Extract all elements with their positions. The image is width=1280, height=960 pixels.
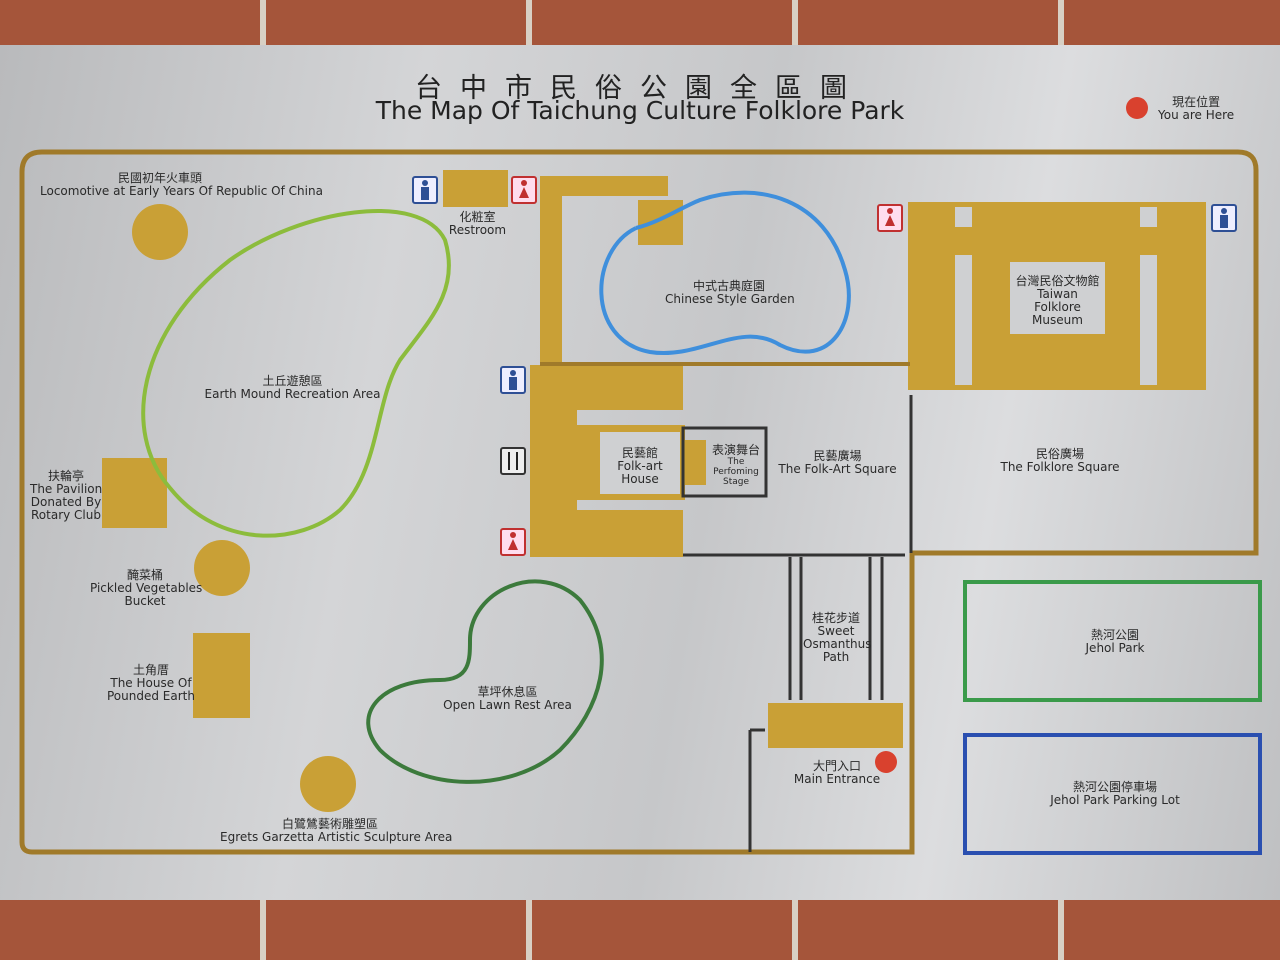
label-text: 台灣民俗文物館 <box>1015 274 1100 288</box>
label-text: Jehol Park Parking Lot <box>1050 793 1180 807</box>
male-restroom-icon <box>412 176 438 204</box>
label-text: The Pavilion <box>30 482 103 496</box>
label-text: Bucket <box>124 594 166 608</box>
label-text: 大門入口 <box>812 759 861 773</box>
egrets-marker <box>300 756 356 812</box>
label-text: Stage <box>722 477 749 487</box>
you-are-here-marker <box>875 751 897 773</box>
label-text: Locomotive at Early Years Of Republic Of… <box>40 184 323 198</box>
label-text: House <box>621 472 659 486</box>
legend-en: You are Here <box>1158 108 1235 122</box>
label-text: The Folklore Square <box>1000 460 1120 474</box>
restaurant-icon <box>500 447 526 475</box>
label-text: 桂花步道 <box>811 611 860 625</box>
female-restroom-icon <box>500 528 526 556</box>
garden-wall-top <box>540 176 668 196</box>
label-text: The House Of <box>110 676 192 690</box>
label-text: The Folk-Art Square <box>778 462 897 476</box>
label-text: Main Entrance <box>793 772 881 786</box>
restroom-building <box>443 170 508 207</box>
label-text: 民俗廣場 <box>1035 447 1084 461</box>
garden-pond <box>599 190 851 356</box>
label-text: 扶輪亭 <box>47 469 84 483</box>
label-text: Earth Mound Recreation Area <box>204 387 381 401</box>
label-text: Rotary Club <box>31 508 101 522</box>
label-text: Perfoming <box>713 467 759 477</box>
label-text: 白鷺鷥藝術雕塑區 <box>281 817 378 831</box>
pounded-earth-house <box>193 633 250 718</box>
female-restroom-icon <box>511 176 537 204</box>
label-text: Restroom <box>448 223 507 237</box>
label-text: Folklore <box>1034 300 1081 314</box>
title-chinese: 台中市民俗公園全區圖 <box>415 73 865 104</box>
pickled-bucket-marker <box>194 540 250 596</box>
brick-wall-bottom <box>0 900 1280 960</box>
legend-marker-icon <box>1126 97 1148 119</box>
label-text: 熱河公園停車場 <box>1072 780 1157 794</box>
label-text: Jehol Park <box>1085 641 1145 655</box>
label-text: 土角厝 <box>132 663 169 677</box>
label-text: Path <box>822 650 850 664</box>
label-text: 民藝廣場 <box>813 449 862 463</box>
folk-house-wing-bottom <box>530 510 683 557</box>
label-text: Taiwan <box>1037 287 1078 301</box>
earth-mound-path <box>141 209 451 538</box>
brick-wall-top <box>0 0 1280 45</box>
label-text: 民國初年火車頭 <box>117 171 202 185</box>
lawn-path <box>366 579 604 784</box>
label-text: Donated By <box>30 495 102 509</box>
garden-gate <box>638 200 683 245</box>
performing-stage-outline <box>681 426 768 498</box>
label-text: 土丘遊憩區 <box>262 374 323 388</box>
label-text: Pickled Vegetables <box>90 581 203 595</box>
label-text: 熱河公園 <box>1090 628 1139 642</box>
label-text: 草坪休息區 <box>477 685 538 699</box>
label-text: Open Lawn Rest Area <box>443 698 572 712</box>
label-text: Osmanthus <box>803 637 872 651</box>
legend-zh: 現在位置 <box>1172 95 1221 109</box>
parking-lot-outline <box>963 733 1262 855</box>
locomotive-marker <box>132 204 188 260</box>
jehol-park-outline <box>963 580 1262 702</box>
label-text: The <box>727 457 745 467</box>
label-text: Egrets Garzetta Artistic Sculpture Area <box>220 830 453 844</box>
label-text: 化粧室 <box>459 210 496 224</box>
label-text: Folk-art <box>617 459 663 473</box>
stage-connector <box>683 440 706 485</box>
female-restroom-icon <box>877 204 903 232</box>
garden-wall-left <box>540 176 562 364</box>
label-text: Pounded Earth <box>107 689 195 703</box>
male-restroom-icon <box>1211 204 1237 232</box>
label-text: Sweet <box>817 624 855 638</box>
title-english: The Map Of Taichung Culture Folklore Par… <box>375 96 905 125</box>
label-text: 表演舞台 <box>711 443 760 457</box>
label-text: Museum <box>1032 313 1083 327</box>
label-text: 中式古典庭園 <box>692 279 765 293</box>
male-restroom-icon <box>500 366 526 394</box>
label-text: 民藝館 <box>621 446 658 460</box>
park-boundary <box>19 149 1259 855</box>
label-text: 醃菜桶 <box>126 568 163 582</box>
label-text: Chinese Style Garden <box>665 292 795 306</box>
entrance-gate <box>768 703 903 748</box>
